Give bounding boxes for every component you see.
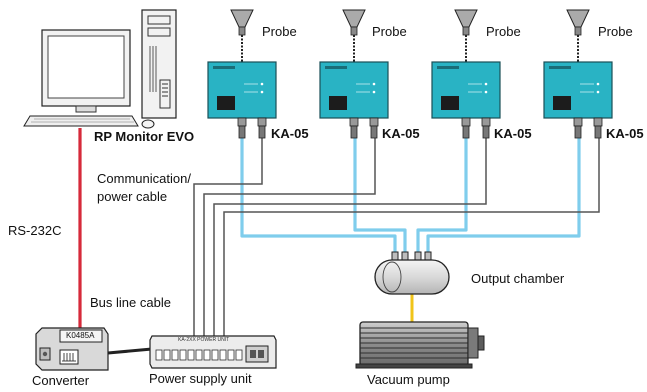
psu-port	[227, 349, 235, 361]
vacuum-pump-label: Vacuum pump	[367, 372, 450, 387]
probe-icon	[230, 9, 254, 62]
psu-port	[171, 349, 179, 361]
detector-unit-1	[207, 9, 277, 139]
psu-port	[155, 349, 163, 361]
probe-label-3: Probe	[486, 24, 521, 39]
psu-port	[163, 349, 171, 361]
psu-port	[235, 349, 243, 361]
detector-box	[431, 61, 501, 139]
comm-cable-label-line2: power cable	[97, 189, 168, 204]
detector-label-2: KA-05	[382, 126, 420, 141]
detector-label-1: KA-05	[271, 126, 309, 141]
psu-port	[219, 349, 227, 361]
detector-box	[543, 61, 613, 139]
comm-cable-label-line1: Communication/	[97, 171, 191, 186]
converter-model-label: K0485A	[66, 331, 95, 340]
power-supply-icon	[149, 335, 277, 369]
air-tubes	[240, 138, 581, 254]
detector-unit-4	[543, 9, 613, 139]
vacuum-pump-icon	[355, 321, 485, 369]
probe-label-1: Probe	[262, 24, 297, 39]
power-supply-model-label: KA-2XX POWER UNIT	[178, 337, 230, 343]
output-chamber-icon	[374, 251, 450, 295]
probe-label-4: Probe	[598, 24, 633, 39]
detector-unit-2	[319, 9, 389, 139]
rs232c-label: RS-232C	[8, 223, 62, 238]
detector-label-4: KA-05	[606, 126, 644, 141]
converter-icon	[35, 327, 109, 371]
communication-cables	[193, 138, 600, 336]
probe-icon	[342, 9, 366, 62]
probe-icon	[454, 9, 478, 62]
probe-label-2: Probe	[372, 24, 407, 39]
detector-unit-3	[431, 9, 501, 139]
bus-line-label: Bus line cable	[90, 295, 171, 310]
computer-icon	[23, 9, 177, 129]
bus-line-cable	[107, 347, 153, 355]
psu-port	[195, 349, 203, 361]
psu-port	[203, 349, 211, 361]
monitor-label: RP Monitor EVO	[94, 129, 195, 144]
probe-icon	[566, 9, 590, 62]
psu-port	[179, 349, 187, 361]
detector-box	[319, 61, 389, 139]
psu-port	[187, 349, 195, 361]
power-supply-label: Power supply unit	[149, 371, 252, 386]
output-chamber-label: Output chamber	[471, 271, 565, 286]
converter-label: Converter	[32, 373, 90, 388]
detector-label-3: KA-05	[494, 126, 532, 141]
detector-box	[207, 61, 277, 139]
psu-port	[211, 349, 219, 361]
